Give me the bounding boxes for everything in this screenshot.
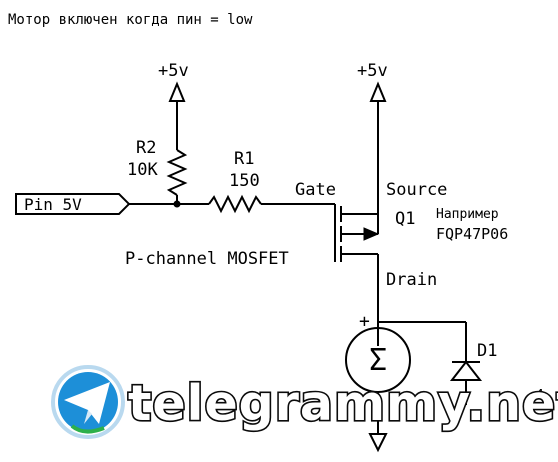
input-pin-label: Pin 5V <box>24 195 82 214</box>
watermark-text: telegrammy.net <box>128 375 558 432</box>
part-number: FQP47P06 <box>436 225 508 243</box>
motor-symbol: Σ <box>369 343 387 378</box>
supply-label-right: +5v <box>357 61 388 81</box>
supply-label-left: +5v <box>158 61 189 81</box>
resistor-r1 <box>208 194 262 214</box>
gate-label: Gate <box>295 180 336 200</box>
mosfet-type-label: P-channel MOSFET <box>125 249 289 269</box>
q1-label: Q1 <box>395 209 415 229</box>
header-note: Мотор включен когда пин = low <box>8 12 253 28</box>
body-arrow <box>363 227 380 241</box>
supply-arrow-left <box>168 81 186 102</box>
supply-arrow-right <box>369 81 387 102</box>
diode-partial-label: 4 <box>535 386 544 404</box>
input-pin-tag <box>15 193 131 215</box>
source-label: Source <box>386 180 447 200</box>
drain-label: Drain <box>386 270 437 290</box>
r2-name: R2 <box>136 138 156 158</box>
ground-symbol <box>368 433 388 453</box>
r2-value: 10K <box>127 160 158 180</box>
r1-name: R1 <box>234 149 254 169</box>
example-label: Например <box>436 207 499 222</box>
resistor-r2 <box>166 149 188 196</box>
r1-value: 150 <box>229 171 260 191</box>
motor-plus: + <box>359 311 370 332</box>
diode-label: D1 <box>477 341 497 361</box>
telegram-paper-plane-icon <box>51 365 125 439</box>
